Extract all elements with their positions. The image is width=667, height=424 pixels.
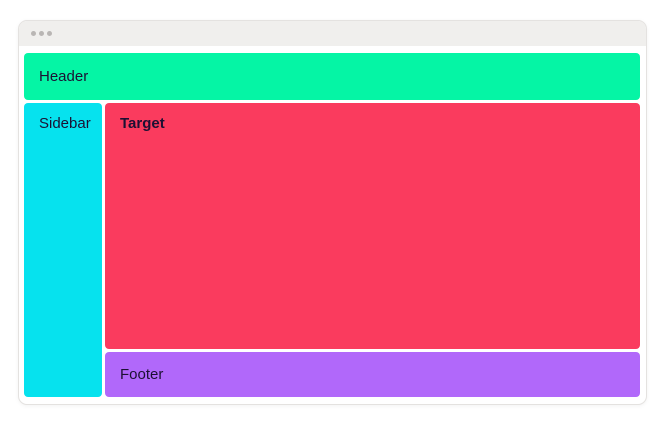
target-panel[interactable]: Target bbox=[105, 103, 640, 349]
window-dot-icon bbox=[39, 31, 44, 36]
footer-panel[interactable]: Footer bbox=[105, 352, 640, 397]
sidebar-panel-label: Sidebar bbox=[39, 115, 91, 132]
browser-window: Header Sidebar Target Footer bbox=[18, 20, 647, 405]
window-dots-icon bbox=[31, 31, 52, 36]
window-titlebar bbox=[19, 21, 646, 46]
header-panel[interactable]: Header bbox=[24, 53, 640, 100]
header-panel-label: Header bbox=[39, 67, 89, 85]
footer-panel-label: Footer bbox=[120, 365, 164, 383]
sidebar-panel[interactable]: Sidebar bbox=[24, 103, 102, 397]
window-dot-icon bbox=[47, 31, 52, 36]
layout-grid: Header Sidebar Target Footer bbox=[19, 46, 646, 404]
window-dot-icon bbox=[31, 31, 36, 36]
target-panel-label: Target bbox=[120, 115, 165, 132]
